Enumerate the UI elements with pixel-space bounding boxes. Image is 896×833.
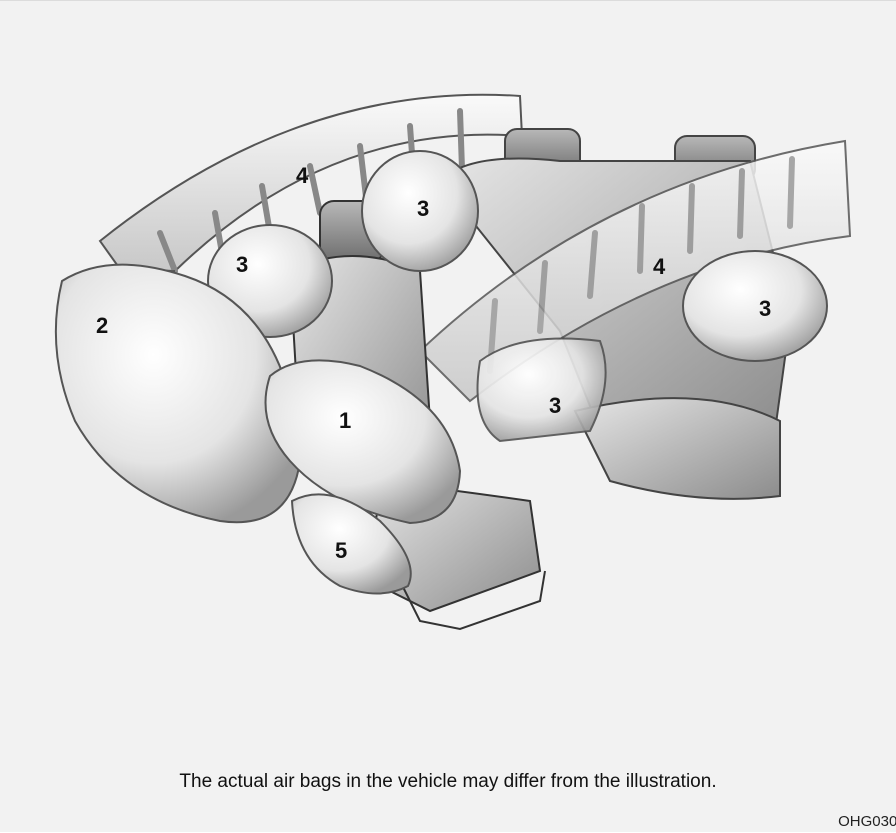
label-side-airbag-front-left: 3: [236, 252, 248, 277]
figure-caption: The actual air bags in the vehicle may d…: [0, 771, 896, 793]
label-side-airbag-front-right: 3: [417, 196, 429, 221]
side-airbag-rear-mid: [478, 339, 606, 442]
label-curtain-airbag-left: 4: [296, 163, 309, 188]
label-front-airbag-passenger: 2: [96, 313, 108, 338]
label-curtain-airbag-right: 4: [653, 254, 666, 279]
label-knee-airbag: 5: [335, 538, 347, 563]
figure-code: OHG03003: [838, 813, 896, 830]
label-side-airbag-rear-mid: 3: [549, 393, 561, 418]
label-side-airbag-rear-right: 3: [759, 296, 771, 321]
label-front-airbag-driver: 1: [339, 408, 351, 433]
side-airbag-rear-right: [683, 251, 827, 361]
